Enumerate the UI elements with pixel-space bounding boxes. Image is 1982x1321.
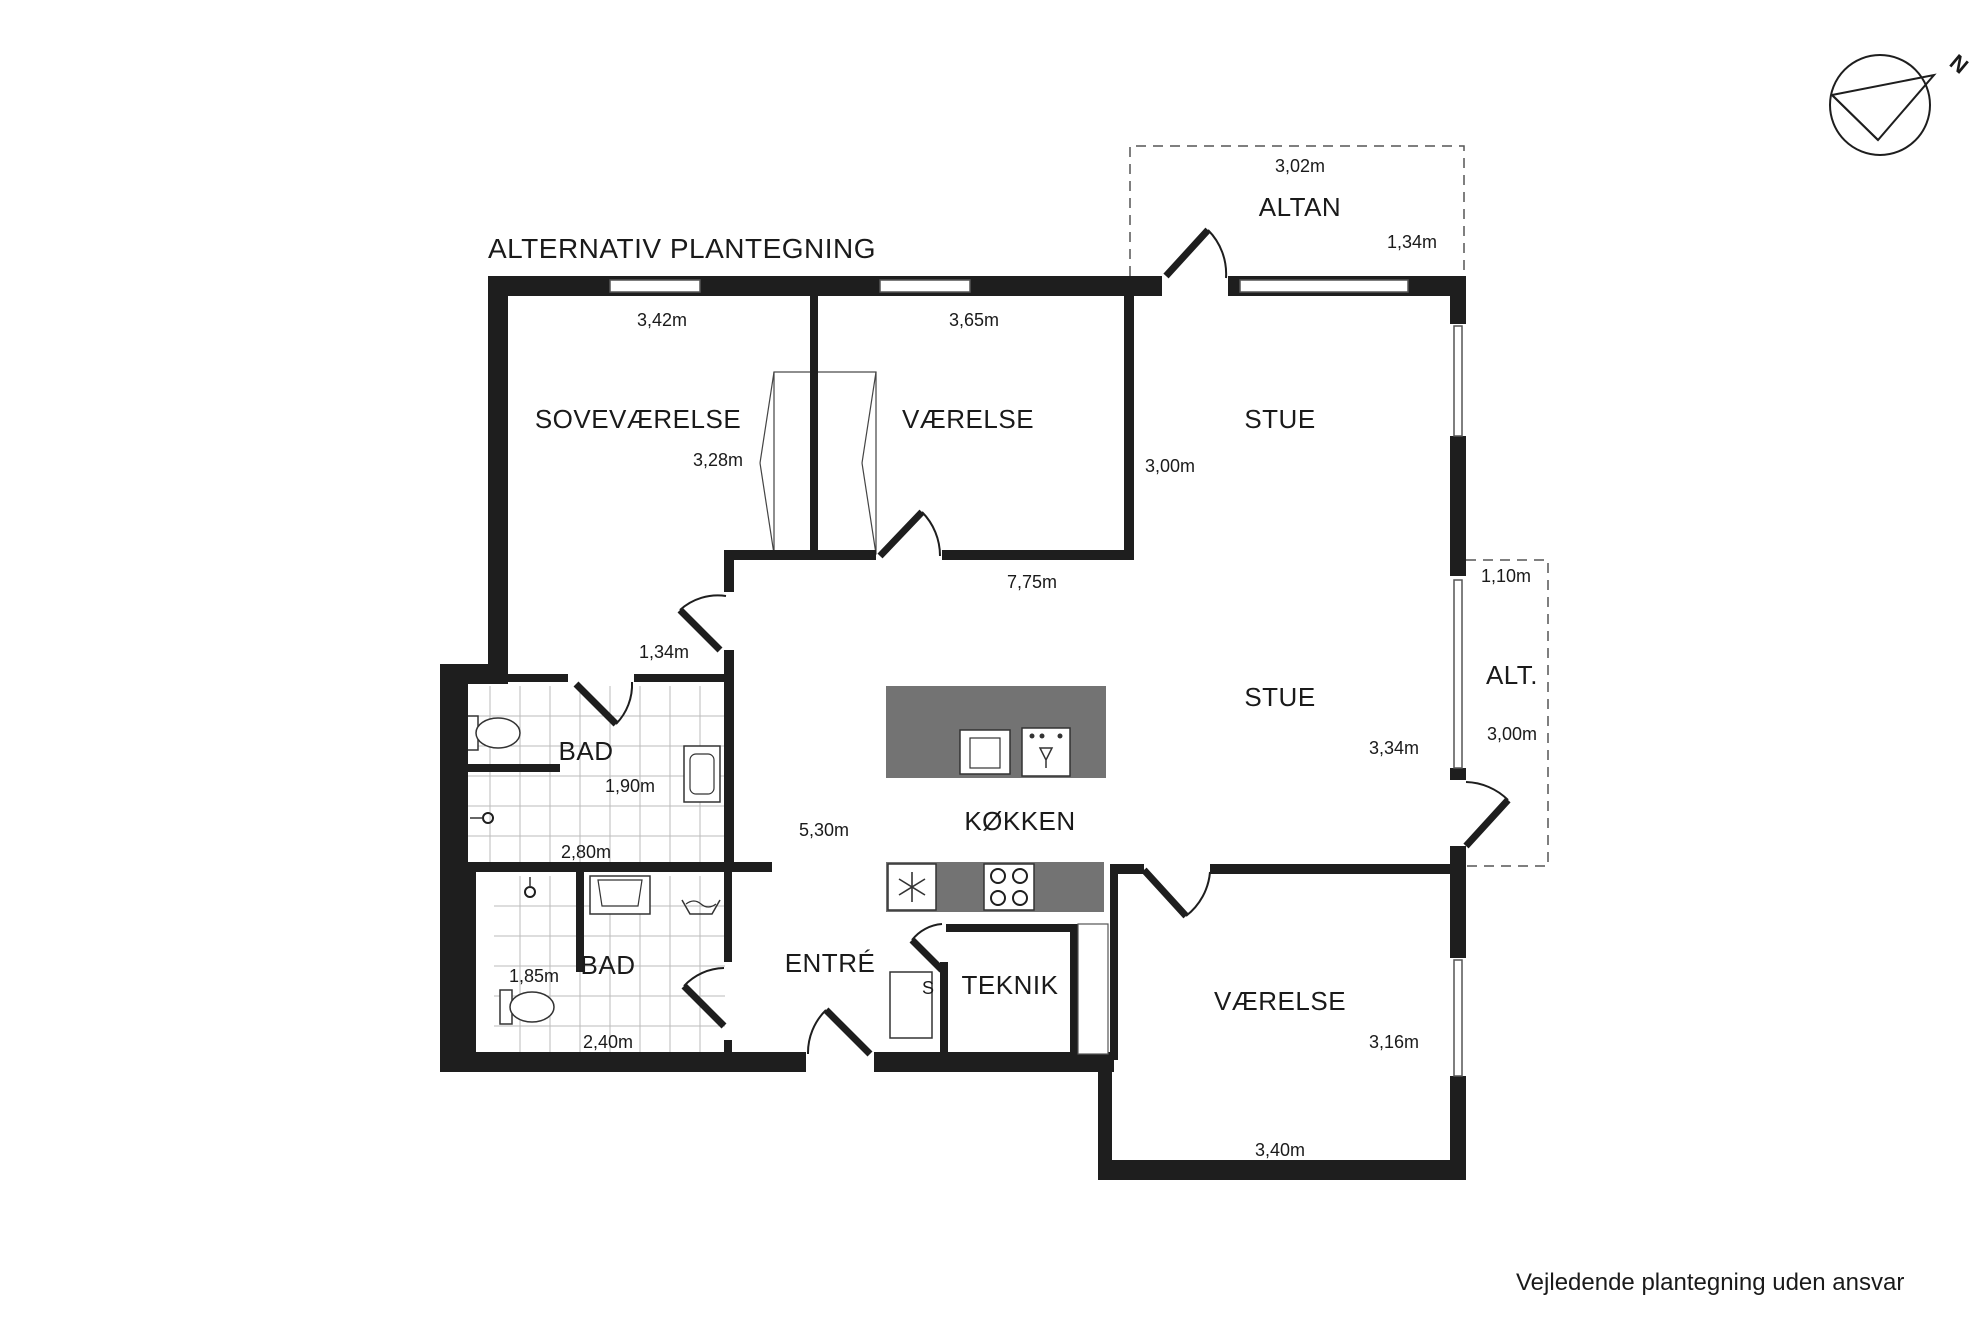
shower-icon (470, 812, 536, 898)
dimension-label: 1,85m (509, 966, 559, 986)
plan-title: ALTERNATIV PLANTEGNING (488, 233, 876, 264)
toilet-icon (499, 989, 555, 1025)
room-label-teknik: TEKNIK (962, 970, 1059, 1000)
dimension-label: 3,02m (1275, 156, 1325, 176)
room-label-vaerelse: VÆRELSE (902, 404, 1034, 434)
room-label-bad: BAD (581, 950, 636, 980)
balcony-outline (1129, 145, 1549, 867)
dimension-label: 2,80m (561, 842, 611, 862)
dimension-label: 7,75m (1007, 572, 1057, 592)
dimension-label: 3,16m (1369, 1032, 1419, 1052)
sink-icon (959, 729, 1011, 775)
dimension-label: 3,65m (949, 310, 999, 330)
dimension-label: 1,34m (1387, 232, 1437, 252)
storage-cabinet (889, 971, 933, 1039)
dimension-label: 3,00m (1145, 456, 1195, 476)
snowflake-icon (898, 872, 926, 902)
dimension-label: 3,42m (637, 310, 687, 330)
dimension-label: 3,28m (693, 450, 743, 470)
cabinet-label: S (922, 978, 934, 998)
bathroom-tiles (460, 686, 725, 1052)
room-label-entre: ENTRÉ (785, 948, 876, 978)
dishwasher-icon (1021, 727, 1071, 777)
laundry-icon (681, 899, 721, 915)
washbasin-icon (683, 745, 721, 803)
dimension-label: 3,00m (1487, 724, 1537, 744)
room-label-sovevaerelse: SOVEVÆRELSE (535, 404, 741, 434)
kitchen-island (886, 686, 1106, 778)
washbasin-icon (589, 875, 651, 915)
dimension-label: 3,34m (1369, 738, 1419, 758)
disclaimer-text: Vejledende plantegning uden ansvar (1516, 1269, 1904, 1296)
doors (573, 227, 1511, 1057)
room-label-bad: BAD (559, 736, 614, 766)
stove-icon (983, 863, 1035, 911)
room-label-stue: STUE (1244, 404, 1315, 434)
north-compass-icon (1829, 54, 1937, 156)
toilet-icon (465, 715, 521, 751)
freezer-icon (887, 863, 937, 911)
room-label-kokken: KØKKEN (964, 806, 1075, 836)
dimension-label: 5,30m (799, 820, 849, 840)
room-label-vaerelse: VÆRELSE (1214, 986, 1346, 1016)
room-label-stue: STUE (1244, 682, 1315, 712)
room-label-alt: ALT. (1486, 660, 1538, 690)
dimension-label: 1,10m (1481, 566, 1531, 586)
room-label-altan: ALTAN (1259, 192, 1341, 222)
windows (609, 279, 1463, 1077)
kitchen-counter (886, 862, 1104, 912)
closet (1077, 923, 1109, 1055)
dimension-label: 2,40m (583, 1032, 633, 1052)
dimension-label: 3,40m (1255, 1140, 1305, 1160)
dimension-label: 1,34m (639, 642, 689, 662)
compass-north-label: N (1945, 49, 1973, 78)
dimension-label: 1,90m (605, 776, 655, 796)
